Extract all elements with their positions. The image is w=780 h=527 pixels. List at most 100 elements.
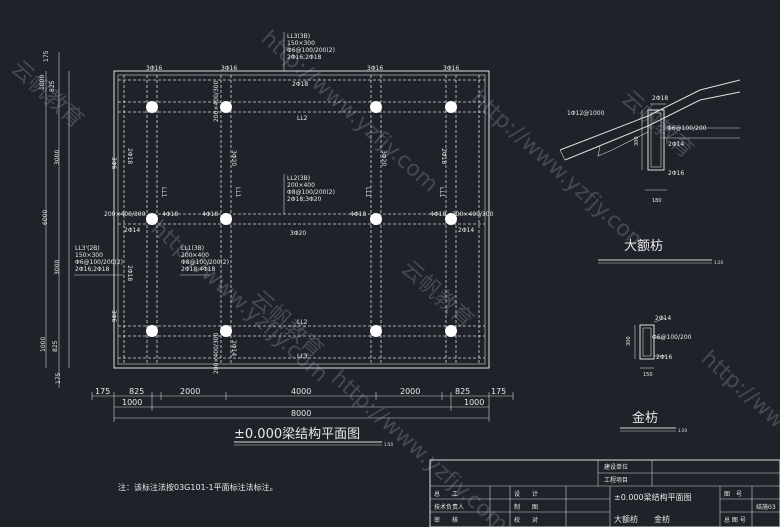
beam-label: LL3 <box>297 353 308 360</box>
svg-text:工程项目: 工程项目 <box>604 476 628 484</box>
svg-text:校 对: 校 对 <box>514 516 538 524</box>
svg-text:4000: 4000 <box>291 387 311 396</box>
column-marker <box>370 325 382 337</box>
rebar-label: 2Φ14 <box>124 227 140 234</box>
beam-plan: 3Φ16 3Φ16 3Φ16 3Φ16 2Φ18 4Φ18 4Φ18 4Φ18 … <box>74 32 494 374</box>
column-marker <box>370 101 382 113</box>
detail-dae-title: 大额枋 <box>624 238 663 254</box>
beam-label: LL1 <box>160 187 167 198</box>
rebar-label: 3Φ16 <box>146 65 162 72</box>
svg-text:2Φ16: 2Φ16 <box>668 170 684 177</box>
svg-text:总 图 号: 总 图 号 <box>724 516 746 524</box>
beam-label: LL1 <box>438 187 445 198</box>
svg-text:825: 825 <box>129 387 144 396</box>
svg-text:总 工: 总 工 <box>434 490 458 498</box>
beam-label: LL2 <box>297 319 308 326</box>
svg-text:200×400: 200×400 <box>181 252 209 259</box>
callout-ll3-left: LL3'(2B) 150×300 Φ6@100/200(2) 2Φ16;2Φ18 <box>74 245 124 276</box>
column-marker <box>146 101 158 113</box>
slab-inner-outline <box>117 74 486 365</box>
titleblock-drawing-title: ±0.000梁结构平面图 <box>614 492 692 502</box>
svg-text:2Φ14: 2Φ14 <box>655 315 671 322</box>
svg-text:825: 825 <box>52 340 59 352</box>
svg-text:Φ6@100/200(2): Φ6@100/200(2) <box>287 47 335 54</box>
section-labels: 200×400/300 200×400/300 200×400/300 200×… <box>104 80 494 374</box>
section-label: 200×400/300 <box>213 80 220 122</box>
svg-text:1000: 1000 <box>122 398 142 407</box>
column-marker <box>146 325 158 337</box>
column-marker <box>220 325 232 337</box>
svg-text:150×300: 150×300 <box>287 40 315 47</box>
watermark-brand-3: 云帆教育 <box>396 256 478 333</box>
rebar-label: 4Φ18 <box>202 211 218 218</box>
svg-text:2Φ16;2Φ18: 2Φ16;2Φ18 <box>287 54 322 61</box>
svg-text:LL1(3B): LL1(3B) <box>181 245 204 252</box>
rebar-label: 3Φ6 <box>110 310 117 323</box>
rebar-label: 3Φ20 <box>380 150 387 166</box>
slab-outline <box>113 70 490 369</box>
svg-text:175: 175 <box>95 387 110 396</box>
svg-text:6000: 6000 <box>42 210 49 225</box>
svg-text:175: 175 <box>43 50 50 62</box>
beam-label: LL2 <box>297 115 308 122</box>
svg-text:300: 300 <box>626 336 632 346</box>
column-marker <box>146 213 158 225</box>
svg-text:建设单位: 建设单位 <box>604 463 628 471</box>
rebar-label: 3Φ6 <box>110 157 117 170</box>
svg-text:1000: 1000 <box>39 75 46 90</box>
plan-note: 注：该标注法按03G101-1平面标注法标注。 <box>118 482 278 492</box>
svg-text:1:20: 1:20 <box>714 260 723 265</box>
section-label: 200×400/300 <box>104 211 146 218</box>
svg-text:825: 825 <box>455 387 470 396</box>
svg-text:150×300: 150×300 <box>75 252 103 259</box>
svg-text:2Φ14: 2Φ14 <box>668 141 684 148</box>
rebar-label: 2Φ18 <box>292 81 308 88</box>
svg-text:制 图: 制 图 <box>514 503 538 511</box>
svg-text:2Φ18;4Φ18: 2Φ18;4Φ18 <box>181 266 216 273</box>
svg-text:3000: 3000 <box>54 260 61 275</box>
plan-scale: 1:50 <box>384 442 393 447</box>
section-label: 200×400/300 <box>452 211 494 218</box>
svg-text:1000: 1000 <box>40 337 47 352</box>
svg-text:300: 300 <box>634 136 640 146</box>
rebar-labels: 3Φ16 3Φ16 3Φ16 3Φ16 2Φ18 4Φ18 4Φ18 4Φ18 … <box>110 65 474 356</box>
svg-text:Φ8@100/200(2): Φ8@100/200(2) <box>287 189 335 196</box>
beam-labels: LL2 LL2 LL3 LL1 LL1 LL1 LL1 <box>160 115 445 360</box>
svg-text:200×400: 200×400 <box>287 182 315 189</box>
svg-text:2000: 2000 <box>400 387 420 396</box>
rebar-label: 3Φ20 <box>230 150 237 166</box>
column-marker <box>220 101 232 113</box>
svg-text:175: 175 <box>55 372 62 384</box>
callout-ll1: LL1(3B) 200×400 Φ8@100/200(2) 2Φ18;4Φ18 <box>180 245 229 276</box>
svg-text:175: 175 <box>491 387 506 396</box>
svg-text:825: 825 <box>49 80 56 92</box>
callout-ll3-top: LL3(3B) 150×300 Φ6@100/200(2) 2Φ16;2Φ18 <box>283 32 335 71</box>
svg-text:LL3(3B): LL3(3B) <box>287 33 310 40</box>
beam-label: LL1 <box>234 187 241 198</box>
svg-text:2000: 2000 <box>180 387 200 396</box>
svg-text:Φ8@100/200(2): Φ8@100/200(2) <box>181 259 229 266</box>
svg-text:LL3'(2B): LL3'(2B) <box>75 245 100 252</box>
columns <box>146 101 457 337</box>
rebar-label: 2Φ14 <box>458 227 474 234</box>
rebar-label: 3Φ16 <box>221 65 237 72</box>
rebar-label: 2Φ18 <box>440 148 447 164</box>
svg-text:大额枋 金枋: 大额枋 金枋 <box>614 514 670 524</box>
rebar-label: 4Φ18 <box>430 211 446 218</box>
svg-text:1:20: 1:20 <box>678 428 687 433</box>
column-marker <box>445 213 457 225</box>
rebar-label: 4Φ18 <box>350 211 366 218</box>
svg-text:2Φ18: 2Φ18 <box>652 95 668 102</box>
rebar-label: 2Φ18 <box>126 265 133 281</box>
svg-text:2Φ16: 2Φ16 <box>656 354 672 361</box>
svg-text:Φ6@100/200(2): Φ6@100/200(2) <box>75 259 123 266</box>
title-block: 建设单位 工程项目 总 工 技术负责人 审 核 设 计 制 图 校 对 ±0.0… <box>429 459 780 527</box>
svg-text:150: 150 <box>643 372 653 378</box>
svg-text:3000: 3000 <box>54 150 61 165</box>
svg-text:1Φ12@1000: 1Φ12@1000 <box>567 110 605 117</box>
detail-jin-fang: 2Φ14 Φ6@100/200 2Φ16 300 150 金枋 1:20 <box>620 315 692 433</box>
detail-dae-fang: 1Φ12@1000 2Φ18 Φ6@100/200 2Φ14 2Φ16 180 … <box>559 79 741 265</box>
vertical-beams <box>123 75 480 364</box>
svg-text:2Φ18;3Φ20: 2Φ18;3Φ20 <box>287 196 322 203</box>
